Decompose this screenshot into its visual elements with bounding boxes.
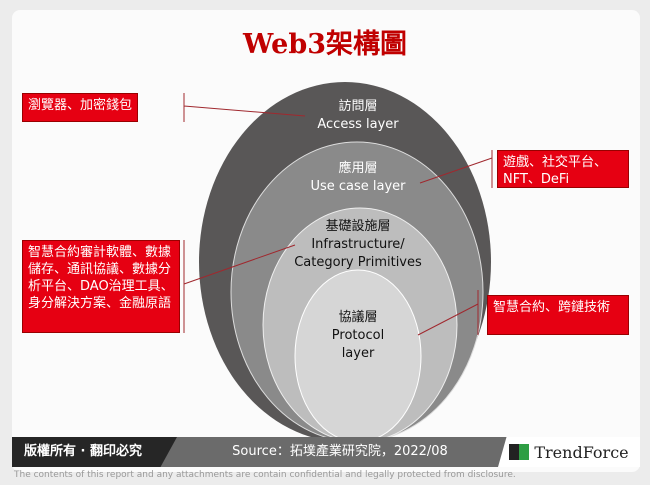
- callout-usecase: 遊戲、社交平台、NFT、DeFi: [497, 150, 629, 188]
- callout-infra: 智慧合約審計軟體、數據儲存、通訊協議、數據分析平台、DAO治理工具、身分解決方案…: [22, 240, 180, 333]
- connector-4: [417, 290, 479, 336]
- page-title: Web3架構圖: [243, 29, 407, 60]
- brand-logo: TrendForce: [498, 437, 640, 467]
- disclaimer: The contents of this report and any atta…: [14, 470, 516, 480]
- callout-access: 瀏覽器、加密錢包: [22, 93, 138, 122]
- source-label: Source：拓墣產業研究院，2022/08: [232, 444, 448, 459]
- trendforce-logo-icon: [509, 444, 530, 460]
- connector-1: [183, 93, 306, 122]
- connector-2: [419, 150, 493, 188]
- connector-3: [183, 240, 296, 333]
- copyright-label: 版權所有 · 翻印必究: [12, 437, 177, 467]
- callout-protocol: 智慧合約、跨鏈技術: [487, 295, 629, 335]
